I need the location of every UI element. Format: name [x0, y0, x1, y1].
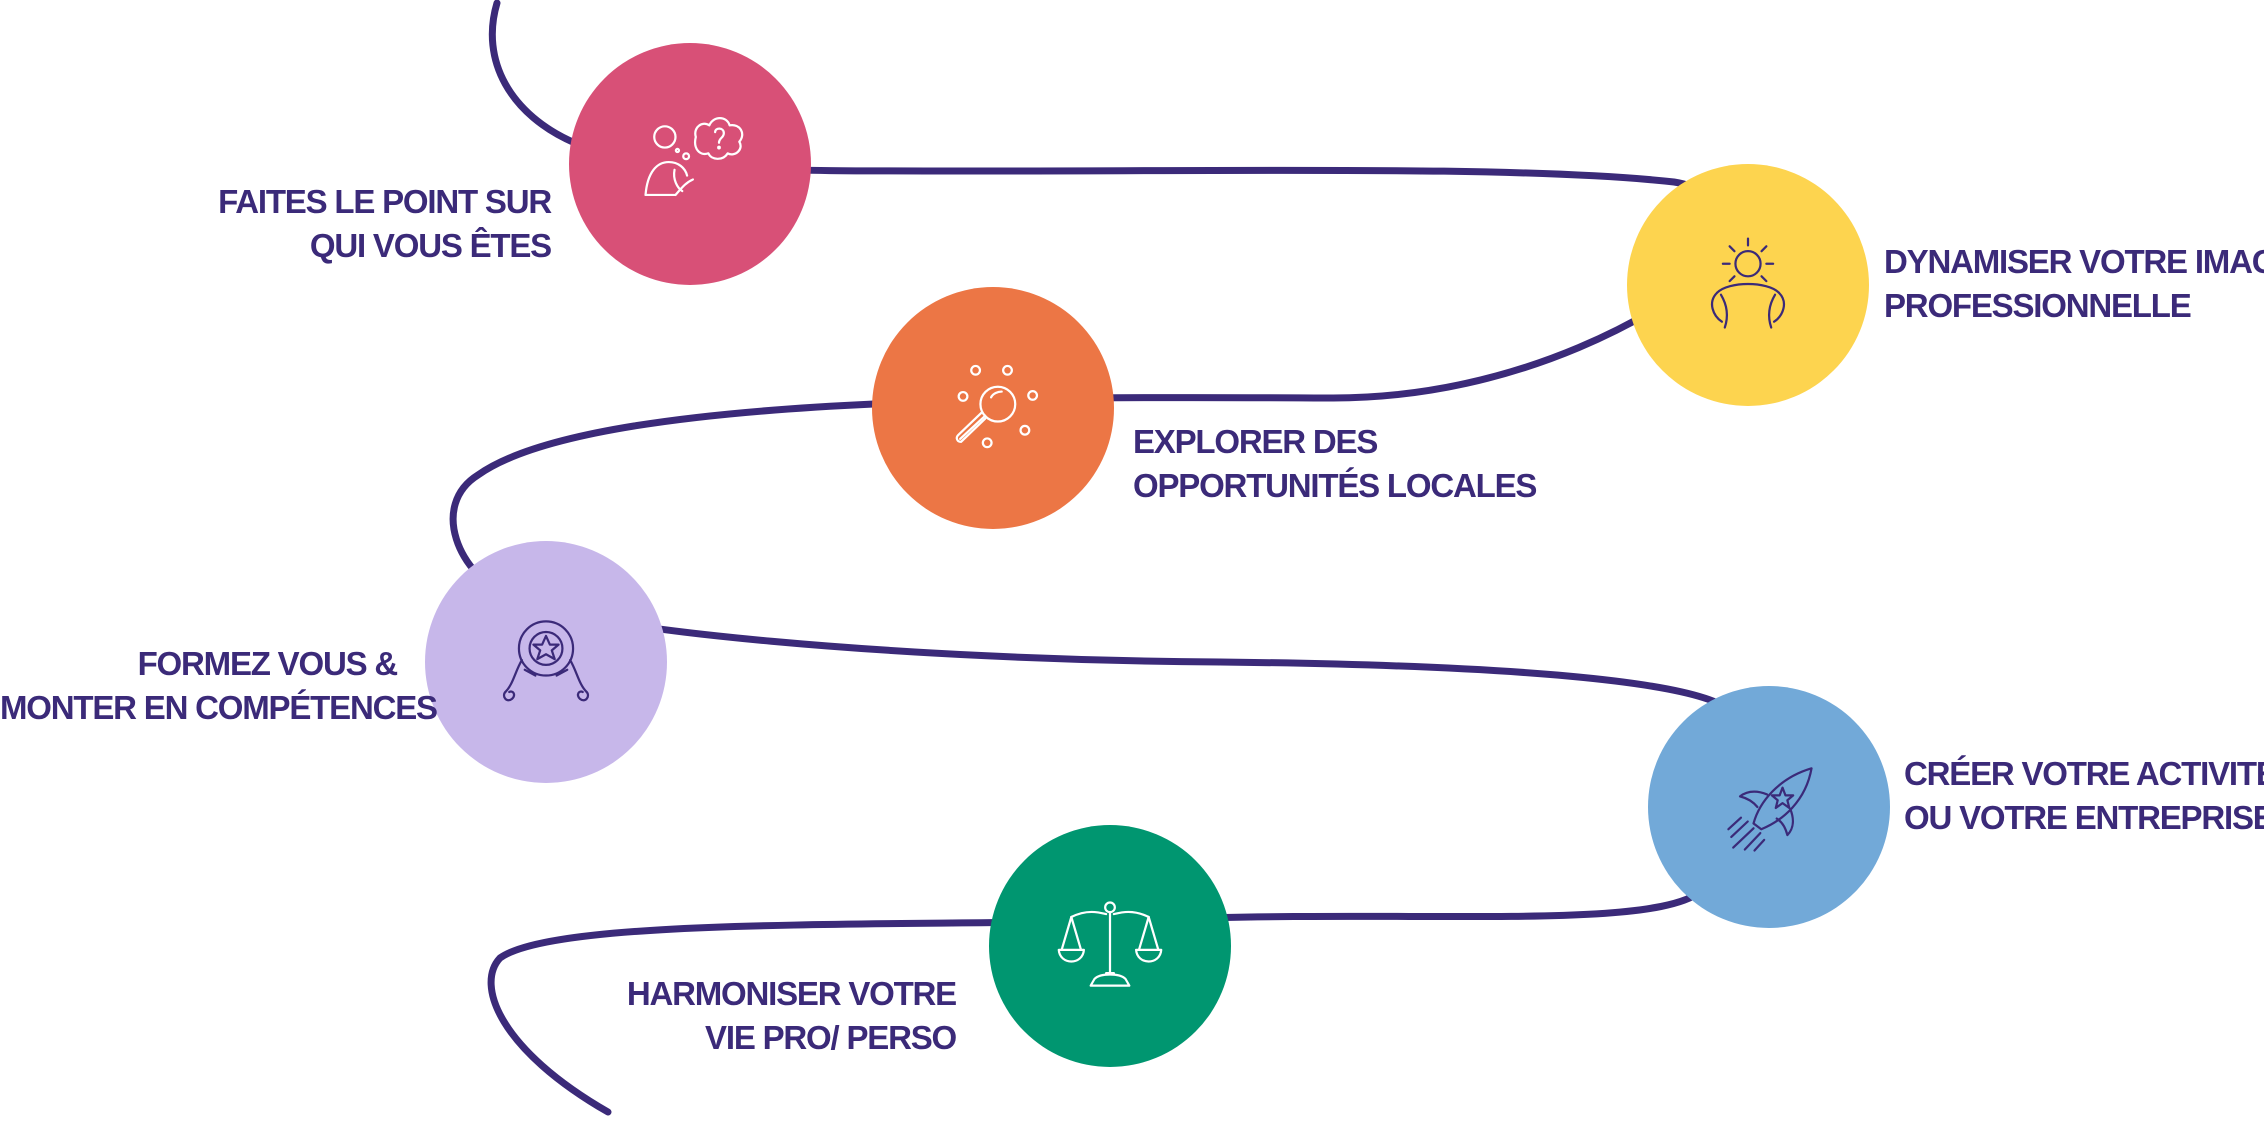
step-6-label: HARMONISER VOTRE VIE PRO/ PERSO	[600, 972, 957, 1060]
step-3-label: EXPLORER DES OPPORTUNITÉS LOCALES	[1133, 420, 1537, 508]
balance-scale-icon	[1057, 901, 1163, 987]
step-5-label-line-2: OU VOTRE ENTREPRISE	[1904, 799, 2264, 836]
step-2-label-line-2: PROFESSIONNELLE	[1884, 287, 2192, 324]
step-2-label-line-1: DYNAMISER VOTRE IMAGE	[1884, 243, 2264, 280]
step-6-circle	[989, 825, 1231, 1067]
rocket-icon	[1727, 767, 1813, 852]
step-4-label-line-2: MONTER EN COMPÉTENCES	[0, 689, 438, 726]
step-1-label-line-1: FAITES LE POINT SUR	[218, 183, 552, 220]
magnifier-opportunities-icon	[955, 364, 1039, 449]
journey-path-line	[449, 0, 1748, 1116]
step-6-label-line-1: HARMONISER VOTRE	[626, 975, 957, 1012]
step-3-label-line-2: OPPORTUNITÉS LOCALES	[1133, 467, 1537, 504]
step-5-label-line-1: CRÉER VOTRE ACTIVITÉS	[1904, 755, 2264, 792]
person-question-thought-icon	[644, 116, 744, 197]
sun-person-icon	[1710, 237, 1786, 329]
step-1-circle	[569, 43, 811, 285]
step-5-circle	[1648, 686, 1890, 928]
step-3-label-line-1: EXPLORER DES	[1133, 423, 1378, 460]
step-1-label: FAITES LE POINT SUR QUI VOUS ÊTES	[203, 180, 552, 268]
step-1-label-line-2: QUI VOUS ÊTES	[309, 227, 552, 264]
step-4-circle	[425, 541, 667, 783]
step-4-label: FORMEZ VOUS & MONTER EN COMPÉTENCES	[0, 642, 438, 730]
step-5-label: CRÉER VOTRE ACTIVITÉS OU VOTRE ENTREPRIS…	[1904, 752, 2264, 840]
step-3-circle	[872, 287, 1114, 529]
step-4-label-line-1: FORMEZ VOUS &	[137, 645, 399, 682]
award-medal-icon	[502, 620, 590, 702]
step-6-label-line-2: VIE PRO/ PERSO	[705, 1019, 957, 1056]
step-2-circle	[1627, 164, 1869, 406]
step-2-label: DYNAMISER VOTRE IMAGE PROFESSIONNELLE	[1884, 240, 2264, 328]
